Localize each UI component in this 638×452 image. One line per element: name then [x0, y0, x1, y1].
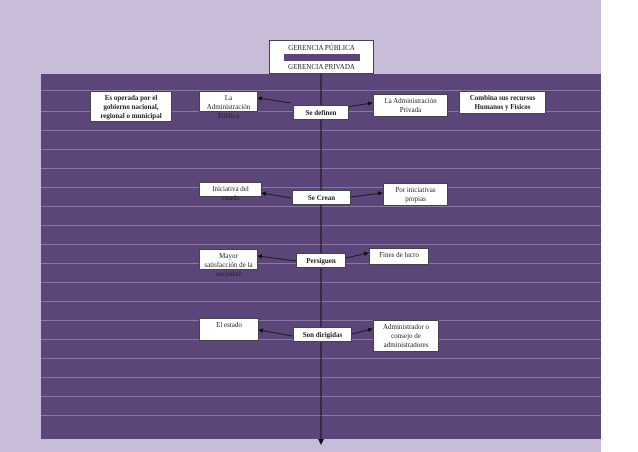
center-box-2: Se Crean — [292, 190, 351, 205]
right-note-box: Combina sus recursos Humanos y Físicos — [459, 91, 546, 114]
left-note-box: Es operada por el gobierno nacional, reg… — [90, 91, 172, 122]
left-box-4: El estado — [199, 318, 259, 341]
title-bottom: GERENCIA PRIVADA — [288, 63, 355, 71]
right-box-2: Por iniciativas propias — [383, 183, 448, 206]
arrow-right-3 — [345, 251, 369, 259]
right-box-3: Fines de lucro — [369, 248, 429, 265]
arrow-left-3 — [257, 254, 297, 262]
arrow-left-1 — [257, 96, 292, 104]
right-box-1: La Administración Privada — [373, 94, 448, 117]
title-top: GERENCIA PÚBLICA — [288, 44, 355, 52]
left-box-2: Iniciativa del estado — [199, 182, 262, 202]
left-box-3: Mayor satisfacción de la sociedad — [199, 249, 258, 278]
center-box-1: Se definen — [293, 105, 349, 120]
arrow-right-2 — [350, 191, 383, 198]
center-box-4: Son dirigidas — [293, 327, 352, 342]
title-divider — [284, 54, 360, 61]
right-box-4: Administrador o consejo de administrador… — [373, 320, 439, 352]
arrow-left-2 — [261, 191, 292, 199]
center-box-3: Persiguen — [296, 253, 346, 268]
arrow-left-4 — [258, 328, 293, 337]
arrow-right-4 — [351, 327, 373, 335]
left-box-1: La Administración Pública — [199, 91, 258, 120]
title-box: GERENCIA PÚBLICA GERENCIA PRIVADA — [269, 40, 374, 74]
